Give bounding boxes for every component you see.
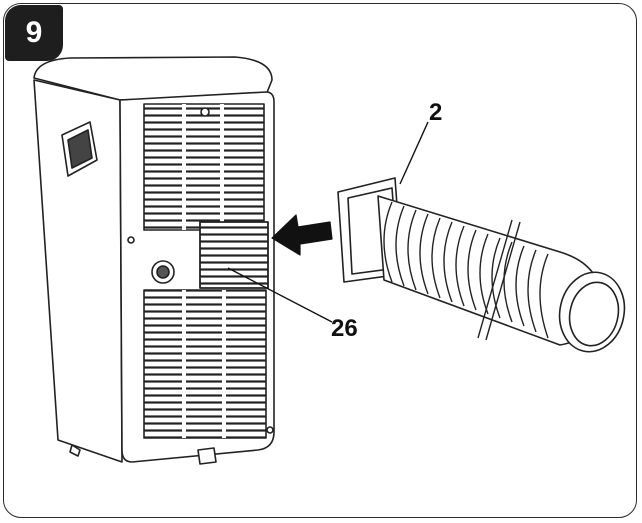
callout-leader-26 (227, 267, 333, 323)
exhaust-hose (337, 177, 626, 353)
insert-direction-arrow (271, 214, 333, 256)
callout-label-hose: 2 (429, 99, 443, 126)
air-conditioner-unit (33, 56, 275, 465)
callout-leader-2 (399, 121, 429, 185)
callout-label-window-outlet: 26 (331, 315, 358, 342)
step-number-badge: 9 (5, 5, 63, 61)
